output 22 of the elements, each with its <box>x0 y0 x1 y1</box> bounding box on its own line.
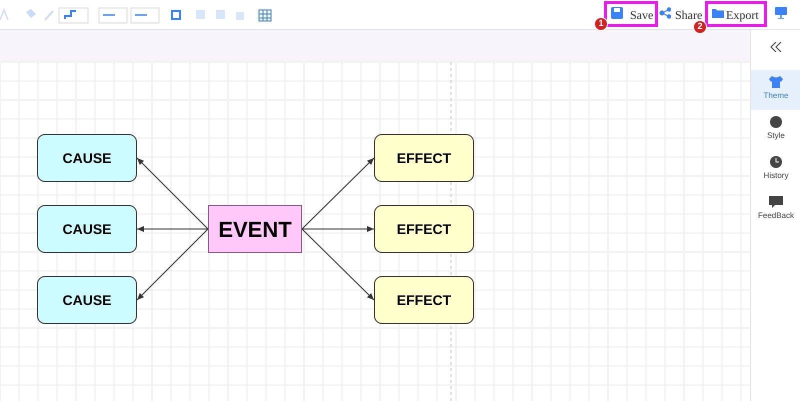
panel-tab-label: Style <box>766 130 786 142</box>
cause-box: CAUSE <box>37 134 137 182</box>
panel-tab-label: FeedBack <box>756 210 796 222</box>
effect-box: EFFECT <box>374 205 474 253</box>
arrow <box>302 158 374 230</box>
effect-box: EFFECT <box>374 276 474 324</box>
save-label: Save <box>630 7 654 24</box>
panel-tab-label: History <box>762 170 790 182</box>
cause-box: CAUSE <box>37 276 137 324</box>
arrow <box>302 226 374 232</box>
cause-box: CAUSE <box>37 205 137 253</box>
arrow <box>136 228 208 300</box>
share-label: Share <box>675 7 702 22</box>
event-box: EVENT <box>208 205 302 253</box>
panel-tab-label: Theme <box>762 90 790 102</box>
callout-number: 1 <box>594 17 608 31</box>
arrow <box>136 158 208 230</box>
effect-box: EFFECT <box>374 134 474 182</box>
export-label: Export <box>726 7 759 24</box>
arrow <box>302 228 374 300</box>
callout-number: 2 <box>693 20 707 34</box>
arrow <box>136 226 208 232</box>
